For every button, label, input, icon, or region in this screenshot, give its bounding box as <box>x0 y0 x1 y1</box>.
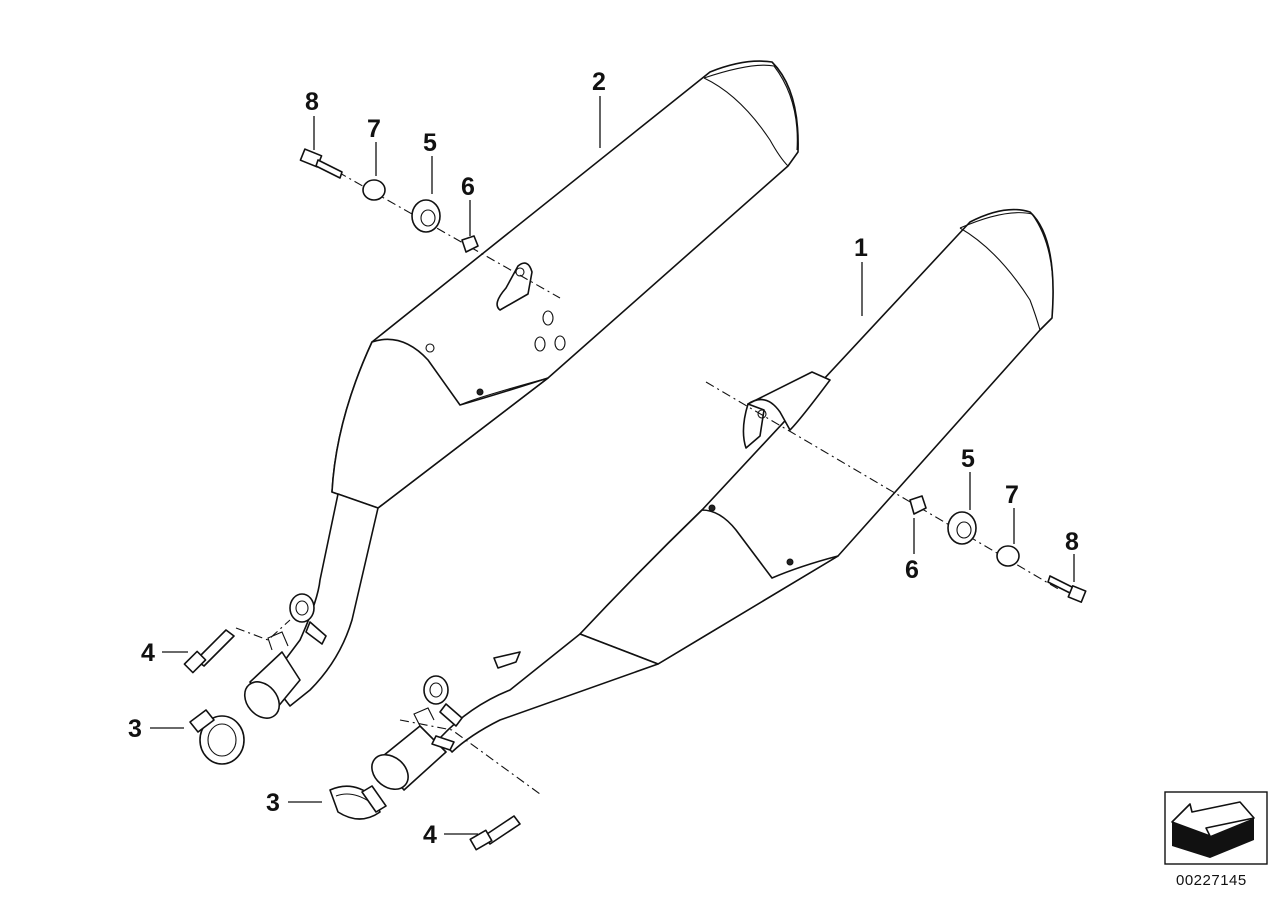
callout-4-lower: 4 <box>423 821 437 849</box>
fastener-stack-left <box>299 148 561 299</box>
bolt-4-right[interactable] <box>469 815 521 851</box>
bolt-8-left[interactable] <box>299 148 343 179</box>
callout-2: 2 <box>592 68 606 96</box>
clamp-3-right[interactable] <box>329 785 387 820</box>
washer-7-right[interactable] <box>996 545 1020 567</box>
clamp-set-right <box>329 719 541 851</box>
leader-lines <box>150 96 1075 835</box>
callout-7-upper: 7 <box>367 115 381 143</box>
callout-6-upper: 6 <box>461 173 475 201</box>
direction-arrow-icon <box>1164 791 1268 865</box>
callout-3-left: 3 <box>128 715 142 743</box>
muffler-right[interactable] <box>365 208 1054 797</box>
document-number: 00227145 <box>1176 872 1247 889</box>
callout-labels: 2 1 8 7 5 6 5 7 6 8 4 3 3 4 <box>128 68 1079 849</box>
washer-7-left[interactable] <box>362 179 386 201</box>
callout-8-upper: 8 <box>305 88 319 116</box>
bolt-8-right[interactable] <box>1047 575 1087 603</box>
callout-7-right: 7 <box>1005 481 1019 509</box>
sleeve-6-left[interactable] <box>461 235 479 253</box>
callout-5-right: 5 <box>961 445 975 473</box>
fastener-stack-right <box>705 381 1087 603</box>
callout-5-upper: 5 <box>423 129 437 157</box>
callout-4-left: 4 <box>141 639 155 667</box>
grommet-5-left[interactable] <box>411 199 441 233</box>
clamp-set-left <box>183 619 291 765</box>
callout-1: 1 <box>854 234 868 262</box>
sleeve-6-right[interactable] <box>909 495 927 515</box>
clamp-3-left[interactable] <box>189 709 245 765</box>
grommet-5-right[interactable] <box>947 511 977 545</box>
bolt-4-left[interactable] <box>183 629 235 674</box>
muffler-left[interactable] <box>238 60 799 725</box>
callout-3-lower: 3 <box>266 789 280 817</box>
callout-6-right: 6 <box>905 556 919 584</box>
callout-8-right: 8 <box>1065 528 1079 556</box>
